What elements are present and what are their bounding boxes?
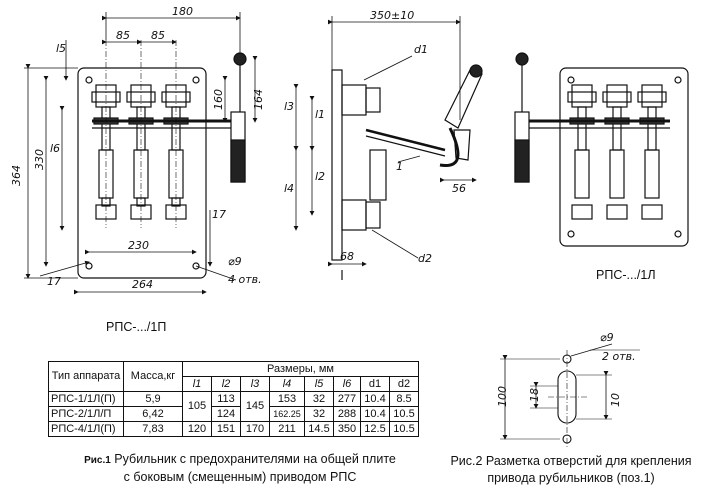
merged-l3: 145 xyxy=(240,391,270,422)
table-row: РПС-4/1Л(П) 7,83 120 151 170 211 14.5 35… xyxy=(48,421,419,437)
th-mass: Масса,кг xyxy=(123,361,183,392)
dim-l6: l6 xyxy=(50,142,60,155)
front-view-1p xyxy=(77,40,247,279)
dim-85-a: 85 xyxy=(116,29,130,42)
th-l3: l3 xyxy=(240,376,270,392)
caption-fig2-line2: привода рубильников (поз.1) xyxy=(487,471,655,485)
dim-330: 330 xyxy=(33,149,46,170)
th-l6: l6 xyxy=(333,376,361,392)
fig2-2-holes: 2 отв. xyxy=(602,350,636,363)
fig2-dim-100: 100 xyxy=(496,386,509,407)
label-rps-1l: РПС-.../1Л xyxy=(596,268,656,282)
front-dimensions xyxy=(24,12,258,295)
dim-85-b: 85 xyxy=(151,29,165,42)
dim-phi9: ⌀9 xyxy=(228,255,242,268)
base-plate xyxy=(77,67,207,279)
dim-264: 264 xyxy=(132,278,153,291)
label-rps-1p: РПС-.../1П xyxy=(106,320,167,334)
th-l1: l1 xyxy=(182,376,212,392)
th-l2: l2 xyxy=(211,376,241,392)
table-row: РПС-1/1Л(П) 5,9 105 113 145 153 32 277 1… xyxy=(48,391,419,422)
spec-table: Тип аппарата Масса,кг Размеры, мм l1 l2 … xyxy=(48,361,419,437)
dim-l2: l2 xyxy=(315,170,325,183)
dim-d2: d2 xyxy=(418,252,432,265)
th-d2: d2 xyxy=(389,376,419,392)
dim-350: 350±10 xyxy=(370,9,414,22)
th-sizes: Размеры, мм xyxy=(182,361,419,377)
dim-164: 164 xyxy=(252,89,265,110)
fig2-phi9: ⌀9 xyxy=(600,331,614,344)
front-view-1l xyxy=(514,52,689,247)
th-l4: l4 xyxy=(269,376,305,392)
dim-56: 56 xyxy=(452,182,466,195)
dim-4-holes: 4 отв. xyxy=(228,273,262,286)
side-view xyxy=(331,64,483,280)
th-l5: l5 xyxy=(304,376,334,392)
side-dimensions xyxy=(293,16,477,267)
dim-180: 180 xyxy=(172,5,193,18)
dim-l5: l5 xyxy=(56,42,66,55)
caption-fig1-line2: с боковым (смещенным) приводом РПС xyxy=(123,470,357,484)
dim-17-bottom: 17 xyxy=(47,275,61,288)
th-d1: d1 xyxy=(360,376,390,392)
table-row: РПС-2/1Л/П 6,42 124 162.25 32 288 10.4 1… xyxy=(48,406,419,422)
merged-l1: 105 xyxy=(182,391,212,422)
fig2-dim-10: 10 xyxy=(609,393,622,407)
dim-l4: l4 xyxy=(284,182,294,195)
dim-364: 364 xyxy=(10,165,23,186)
hole-marking xyxy=(500,343,640,448)
caption-fig2-line1: Рис.2 Разметка отверстий для крепления xyxy=(450,454,692,468)
dim-17-right: 17 xyxy=(212,208,226,221)
dim-160: 160 xyxy=(212,89,225,110)
dim-230: 230 xyxy=(128,239,149,252)
caption-fig2: Рис.2 Разметка отверстий для крепления п… xyxy=(432,453,710,487)
caption-fig1-line1: Рубильник с предохранителями на общей пл… xyxy=(110,452,396,466)
caption-fig1-prefix: Рис.1 xyxy=(84,455,111,466)
dim-68: 68 xyxy=(340,250,354,263)
fig2-dim-18: 18 xyxy=(528,388,541,402)
th-type: Тип аппарата xyxy=(48,361,124,392)
dim-d1: d1 xyxy=(414,43,428,56)
dim-l3: l3 xyxy=(284,100,294,113)
caption-fig1: Рис.1 Рубильник с предохранителями на об… xyxy=(60,451,420,486)
position-1: 1 xyxy=(396,160,403,173)
dim-l1: l1 xyxy=(315,108,325,121)
